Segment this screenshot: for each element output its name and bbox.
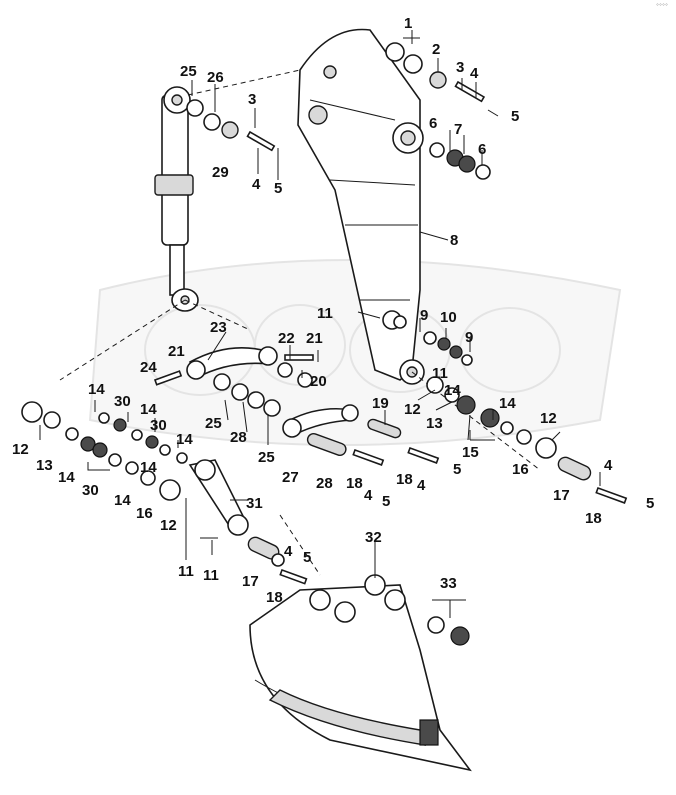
callout-5: 5 (453, 461, 461, 478)
callout-11: 11 (432, 365, 448, 382)
callout-17: 17 (553, 487, 570, 504)
linkage-assembly (153, 346, 402, 456)
callout-4: 4 (284, 543, 293, 560)
callout-18: 18 (266, 589, 283, 606)
callout-8: 8 (450, 232, 458, 249)
callout-17: 17 (242, 573, 259, 590)
callout-4: 4 (470, 65, 479, 82)
callout-22: 22 (278, 330, 295, 347)
callout-12: 12 (404, 401, 421, 418)
callout-26: 26 (207, 69, 224, 86)
callout-21: 21 (168, 343, 185, 360)
callout-16: 16 (512, 461, 529, 478)
callout-18: 18 (346, 475, 363, 492)
callout-2: 2 (432, 41, 440, 58)
callout-21: 21 (306, 330, 323, 347)
callout-6: 6 (429, 115, 437, 132)
callout-25: 25 (180, 63, 197, 80)
callout-12: 12 (160, 517, 177, 534)
callout-4: 4 (364, 487, 373, 504)
callout-5: 5 (382, 493, 390, 510)
callout-30: 30 (150, 417, 167, 434)
left-side-hardware (21, 401, 188, 501)
corner-mark: °°°° (656, 3, 668, 10)
callout-14: 14 (499, 395, 516, 412)
callout-labels: 1 2 3 4 5 25 26 3 6 7 6 29 4 5 8 11 9 10… (12, 15, 654, 606)
watermark-logo (88, 259, 622, 446)
callout-16: 16 (136, 505, 153, 522)
callout-1: 1 (404, 15, 412, 32)
callout-11: 11 (178, 563, 194, 580)
callout-13: 13 (36, 457, 53, 474)
callout-29: 29 (212, 164, 229, 181)
callout-14: 14 (114, 492, 131, 509)
callout-9: 9 (420, 307, 428, 324)
callout-5: 5 (274, 180, 282, 197)
callout-5: 5 (511, 108, 519, 125)
callout-30: 30 (114, 393, 131, 410)
callout-14: 14 (58, 469, 75, 486)
callout-14: 14 (88, 381, 105, 398)
callout-25: 25 (258, 449, 275, 466)
cylinder-hardware (186, 99, 276, 152)
callout-3: 3 (456, 59, 464, 76)
callout-5: 5 (303, 549, 311, 566)
callout-20: 20 (310, 373, 327, 390)
callout-26: 28 (230, 429, 247, 446)
callout-4: 4 (417, 477, 426, 494)
callout-33: 33 (440, 575, 457, 592)
callout-4: 4 (604, 457, 613, 474)
guide-link (188, 459, 308, 585)
callout-23: 23 (210, 319, 227, 336)
assembly-lines (59, 69, 541, 576)
callout-28: 28 (316, 475, 333, 492)
callout-7: 7 (454, 121, 462, 138)
callout-13: 13 (426, 415, 443, 432)
callout-12: 12 (12, 441, 29, 458)
callout-4: 4 (252, 176, 261, 193)
callout-19: 19 (372, 395, 389, 412)
callout-30: 30 (82, 482, 99, 499)
callout-5: 5 (646, 495, 654, 512)
callout-9: 9 (465, 329, 473, 346)
callout-14: 14 (176, 431, 193, 448)
callout-10: 10 (440, 309, 457, 326)
callout-11: 11 (203, 567, 219, 584)
callout-3: 3 (248, 91, 256, 108)
bucket-cylinder (154, 86, 199, 312)
callout-18: 18 (585, 510, 602, 527)
callout-12: 12 (540, 410, 557, 427)
callout-27: 27 (282, 469, 299, 486)
callout-31: 31 (246, 495, 263, 512)
arm-top-hardware (385, 42, 491, 180)
callout-18: 18 (396, 471, 413, 488)
callout-6: 6 (478, 141, 486, 158)
right-side-hardware (352, 315, 628, 504)
callout-14: 14 (140, 401, 157, 418)
callout-14: 14 (444, 382, 461, 399)
callout-25: 25 (205, 415, 222, 432)
callout-11: 11 (317, 305, 333, 322)
leader-lines (39, 30, 601, 618)
callout-32: 32 (365, 529, 382, 546)
callout-24: 24 (140, 359, 157, 376)
callout-15: 15 (462, 444, 479, 461)
callout-14: 14 (140, 459, 157, 476)
bucket (249, 574, 472, 772)
